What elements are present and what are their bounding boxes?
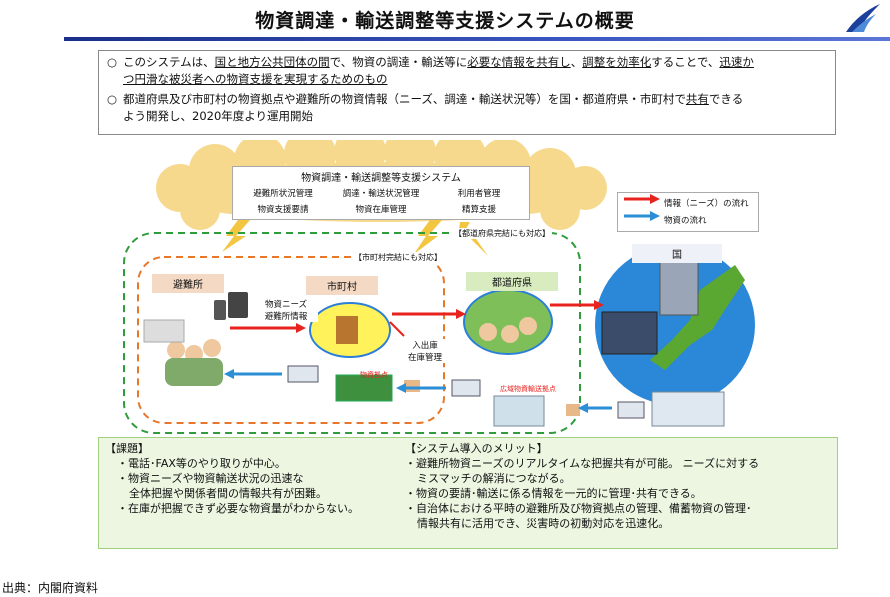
overview-underlined: 必要な情報を共有し [467, 55, 571, 69]
issue-item: 全体把握や関係者間の情報共有が困難。 [129, 487, 327, 500]
issue-item: ・在庫が把握できず必要な物資量がわからない。 [117, 502, 359, 515]
merit-item: ・避難所物資ニーズのリアルタイムな把握共有が可能。 ニーズに対する [405, 457, 760, 470]
monitor-wall-icon [601, 311, 658, 355]
nation-label: 国 [632, 244, 722, 263]
merit-item: 情報共有に活用でき、災害時の初動対応を迅速化。 [417, 517, 670, 530]
box-icon [566, 404, 580, 416]
legend: 情報（ニーズ）の流れ 物資の流れ [617, 192, 759, 232]
truck-icon [287, 365, 319, 383]
page-title: 物資調達・輸送調整等支援システムの概要 [255, 10, 635, 32]
system-panel: 物資調達・輸送調整等支援システム 避難所状況管理 調達・輸送状況管理 利用者管理… [232, 166, 530, 220]
issues-merits-box: 【課題】 ・電話･FAX等のやり取りが中心。 ・物資ニーズや物資輸送状況の迅速な… [98, 437, 838, 549]
truck-icon [451, 379, 481, 397]
overview-box: ○ このシステムは、国と地方公共団体の間で、物資の調達・輸送等に必要な情報を共有… [98, 50, 836, 135]
city-label: 市町村 [306, 276, 378, 295]
merit-item: ・物資の要請･輸送に係る情報を一元的に管理･共有できる。 [405, 487, 702, 500]
overview-underlined: 国と地方公共団体の間 [214, 55, 330, 69]
issue-item: ・物資ニーズや物資輸送状況の迅速な [117, 472, 304, 485]
city-base-warehouse-icon [335, 374, 393, 402]
box-icon [404, 380, 420, 392]
wide-base-label: 広域物資輸送拠点 [500, 385, 556, 393]
phone-icon [214, 300, 226, 320]
overview-item-1: ○ このシステムは、国と地方公共団体の間で、物資の調達・輸送等に必要な情報を共有… [107, 54, 827, 88]
overview-text: 都道府県及び市町村の物資拠点や避難所の物資情報（ニーズ、調達・輸送状況等）を国・… [123, 92, 686, 106]
overview-text: することで、 [651, 55, 720, 69]
system-feature: 利用者管理 [457, 189, 501, 199]
tablet-icon [228, 292, 248, 318]
prefecture-scope-dashed [123, 232, 581, 434]
inout-label: 入出庫 在庫管理 [398, 339, 452, 363]
merits-column: 【システム導入のメリット】 ・避難所物資ニーズのリアルタイムな把握共有が可能。 … [405, 441, 833, 531]
overview-text: このシステムは、 [123, 55, 215, 69]
tent-icon [143, 319, 185, 343]
legend-blue-label: 物資の流れ [664, 216, 707, 226]
government-building-icon [659, 259, 699, 316]
city-base-label: 物資拠点 [360, 371, 388, 379]
system-feature: 物資在庫管理 [355, 205, 407, 215]
lightning-icon [222, 220, 250, 252]
evacuees-icon [165, 339, 223, 386]
overview-item-2: ○ 都道府県及び市町村の物資拠点や避難所の物資情報（ニーズ、調達・輸送状況等）を… [107, 91, 827, 125]
overview-underlined: 共有 [685, 92, 709, 106]
system-feature: 避難所状況管理 [253, 189, 313, 199]
system-feature: 精算支援 [461, 205, 496, 215]
prefecture-label: 都道府県 [466, 272, 558, 291]
prefecture-ellipse [463, 289, 553, 355]
merit-item: ・自治体における平時の避難所及び物資拠点の管理、備蓄物資の管理･ [405, 502, 752, 515]
japan-map-icon [650, 265, 745, 370]
wide-base-warehouse-icon [493, 395, 545, 427]
overview-underlined: 迅速か [719, 55, 754, 69]
overview-text: 、 [570, 55, 583, 69]
truck-icon [617, 401, 645, 419]
prefecture-scope-label: 【都道府県完結にも対応】 [452, 228, 552, 239]
issue-item: ・電話･FAX等のやり取りが中心。 [117, 457, 286, 470]
overview-text: できる [708, 92, 744, 106]
cabinet-office-logo [846, 4, 880, 32]
issues-heading: 【課題】 [105, 442, 149, 455]
lightning-icon [414, 220, 442, 254]
merits-heading: 【システム導入のメリット】 [405, 442, 548, 455]
city-hall-icon [336, 316, 358, 344]
overview-text: で、物資の調達・輸送等に [329, 55, 468, 69]
merit-item: ミスマッチの解消につながる。 [417, 472, 571, 485]
city-scope-label: 【市町村完結にも対応】 [352, 252, 444, 263]
overview-underlined: 調整を効率化 [582, 55, 652, 69]
system-feature: 物資支援要請 [257, 205, 309, 215]
overview-text: よう開発し、2020年度より運用開始 [123, 109, 314, 123]
title-underline [64, 37, 890, 41]
national-warehouse-icon [651, 391, 725, 427]
needs-info-label: 物資ニーズ 避難所情報 [254, 298, 318, 322]
circle-bullet-icon: ○ [107, 55, 118, 69]
source-caption: 出典：内閣府資料 [2, 581, 99, 595]
issues-column: 【課題】 ・電話･FAX等のやり取りが中心。 ・物資ニーズや物資輸送状況の迅速な… [105, 441, 401, 516]
info-arrow [389, 321, 405, 337]
overview-underlined: 被災者への物資支援を実現するためのもの [169, 72, 388, 86]
lightning-icon [458, 222, 488, 256]
shelter-label: 避難所 [152, 274, 224, 293]
system-feature: 調達・輸送状況管理 [342, 189, 420, 199]
overview-underlined: つ円滑な [123, 72, 169, 86]
circle-bullet-icon: ○ [107, 92, 118, 106]
system-title: 物資調達・輸送調整等支援システム [301, 173, 461, 184]
legend-red-label: 情報（ニーズ）の流れ [664, 199, 749, 209]
